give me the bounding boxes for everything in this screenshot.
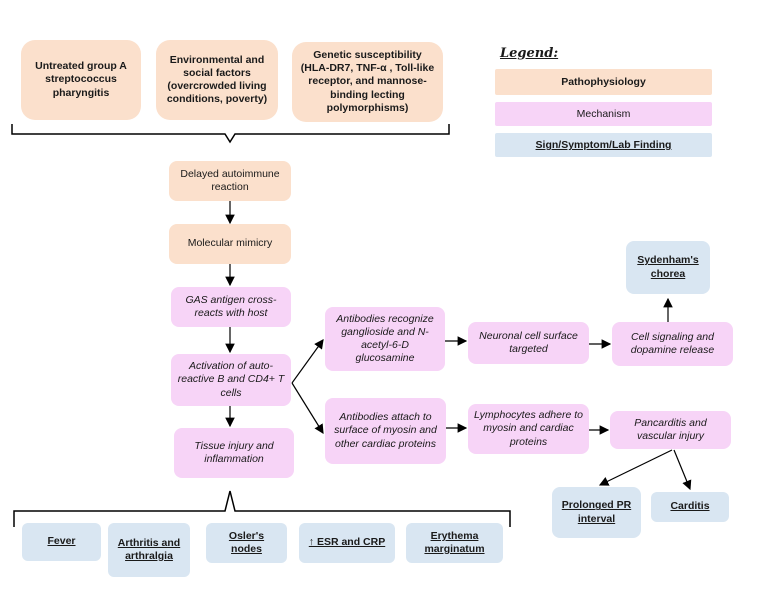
finding-erythema-marginatum: Erythema marginatum: [406, 523, 503, 563]
node-molecular-mimicry: Molecular mimicry: [169, 224, 291, 264]
legend-title: Legend:: [500, 46, 559, 61]
legend-pathophysiology: Pathophysiology: [495, 69, 712, 95]
finding-esr-crp: ↑ ESR and CRP: [299, 523, 395, 563]
finding-arthritis-arthralgia: Arthritis and arthralgia: [108, 523, 190, 577]
cause-genetic-susceptibility: Genetic susceptibility (HLA-DR7, TNF-α ,…: [292, 42, 443, 122]
arrow-pancarditis-to-carditis: [673, 449, 692, 491]
arrow-pancarditis-to-pr: [598, 449, 673, 486]
node-activation-b-cd4: Activation of auto-reactive B and CD4+ T…: [171, 354, 291, 406]
cause-strep-pharyngitis: Untreated group A streptococcus pharyngi…: [21, 40, 141, 120]
node-neuronal-cell-surface: Neuronal cell surface targeted: [468, 322, 589, 364]
node-delayed-autoimmune-reaction: Delayed autoimmune reaction: [169, 161, 291, 201]
top-brace: [11, 124, 450, 144]
node-tissue-injury: Tissue injury and inflammation: [174, 428, 294, 478]
cause-environmental-factors: Environmental and social factors (overcr…: [156, 40, 278, 120]
node-pancarditis: Pancarditis and vascular injury: [610, 411, 731, 449]
finding-sydenhams-chorea: Sydenham's chorea: [626, 241, 710, 294]
finding-carditis: Carditis: [651, 492, 729, 522]
legend-mechanism: Mechanism: [495, 102, 712, 126]
node-lymphocytes-adhere: Lymphocytes adhere to myosin and cardiac…: [468, 404, 589, 454]
bottom-brace: [13, 490, 511, 527]
legend-sign-symptom: Sign/Symptom/Lab Finding: [495, 133, 712, 157]
node-antibodies-myosin: Antibodies attach to surface of myosin a…: [325, 398, 446, 464]
finding-fever: Fever: [22, 523, 101, 561]
finding-oslers-nodes: Osler's nodes: [206, 523, 287, 563]
arrow-activation-to-ganglioside: [291, 339, 324, 384]
node-cell-signaling: Cell signaling and dopamine release: [612, 322, 733, 366]
arrow-activation-to-myosin: [291, 382, 324, 435]
finding-prolonged-pr-interval: Prolonged PR interval: [552, 487, 641, 538]
node-antibodies-ganglioside: Antibodies recognize ganglioside and N-a…: [325, 307, 445, 371]
node-gas-antigen: GAS antigen cross-reacts with host: [171, 287, 291, 327]
